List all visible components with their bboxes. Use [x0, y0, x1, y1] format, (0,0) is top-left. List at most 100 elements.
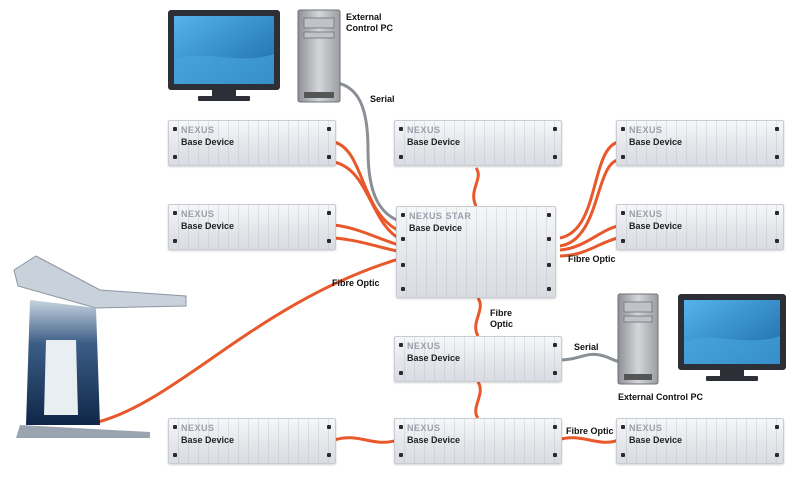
device-model: Base Device — [407, 137, 461, 147]
rack-screw — [399, 127, 403, 131]
fibre-cable — [333, 160, 403, 242]
pc-tower-icon — [297, 9, 341, 103]
base-device-mid: NEXUS Base Device — [394, 336, 562, 382]
rack-screw — [775, 127, 779, 131]
rack-screw — [621, 155, 625, 159]
fibre-cable — [333, 223, 403, 248]
base-device-bottom-left: NEXUS Base Device — [168, 418, 336, 464]
base-device-top-mid: NEXUS Base Device — [394, 120, 562, 166]
fibre-cable — [333, 140, 403, 234]
device-brand: NEXUS — [629, 125, 663, 135]
rack-screw — [553, 343, 557, 347]
rack-screw — [547, 263, 551, 267]
rack-screw — [327, 239, 331, 243]
rack-screw — [553, 425, 557, 429]
rack-screw — [399, 425, 403, 429]
serial-cable-mid — [557, 352, 623, 364]
device-brand: NEXUS — [181, 125, 215, 135]
base-device-bottom-right: NEXUS Base Device — [616, 418, 784, 464]
device-model: Base Device — [181, 435, 235, 445]
rack-screw — [327, 453, 331, 457]
rack-screw — [621, 453, 625, 457]
rack-screw — [775, 211, 779, 215]
fibre-cable — [97, 256, 403, 424]
fibre-cable — [559, 158, 619, 248]
device-model: Base Device — [407, 353, 461, 363]
serial-label-top: Serial — [370, 94, 395, 104]
fibre-cable — [559, 224, 619, 252]
rack-screw — [401, 213, 405, 217]
device-model: Base Device — [181, 221, 235, 231]
rack-screw — [173, 127, 177, 131]
monitor-icon — [168, 10, 280, 101]
rack-screw — [173, 155, 177, 159]
rack-screw — [621, 127, 625, 131]
device-brand: NEXUS — [181, 209, 215, 219]
rack-screw — [621, 211, 625, 215]
base-device-left-2: NEXUS Base Device — [168, 204, 336, 250]
fibre-cable — [472, 167, 480, 207]
device-brand: NEXUS — [629, 423, 663, 433]
monitor-icon — [678, 294, 786, 381]
rack-screw — [553, 371, 557, 375]
fibre-optic-label-right: Fibre Optic — [568, 254, 616, 264]
rack-screw — [775, 425, 779, 429]
device-brand: NEXUS — [181, 423, 215, 433]
device-model: Base Device — [629, 435, 683, 445]
nexus-star-device: NEXUS STAR Base Device — [396, 206, 556, 298]
fibre-cable — [333, 236, 403, 254]
rack-screw — [327, 211, 331, 215]
rack-screw — [547, 213, 551, 217]
serial-label-mid: Serial — [574, 342, 599, 352]
rack-screw — [775, 239, 779, 243]
fibre-cable — [559, 236, 619, 258]
device-brand: NEXUS — [407, 423, 441, 433]
rack-screw — [553, 155, 557, 159]
rack-screw — [621, 425, 625, 429]
rack-screw — [327, 425, 331, 429]
device-brand: NEXUS — [407, 341, 441, 351]
rack-screw — [399, 453, 403, 457]
fibre-cable — [557, 436, 619, 444]
rack-screw — [173, 239, 177, 243]
rack-screw — [553, 453, 557, 457]
base-device-right-2: NEXUS Base Device — [616, 204, 784, 250]
fibre-cable — [559, 140, 619, 240]
device-brand: NEXUS — [629, 209, 663, 219]
base-device-left-1: NEXUS Base Device — [168, 120, 336, 166]
fibre-optic-label-left: Fibre Optic — [332, 278, 380, 288]
rack-screw — [775, 453, 779, 457]
rack-screw — [399, 371, 403, 375]
device-model: Base Device — [407, 435, 461, 445]
fibre-cable — [474, 297, 482, 337]
serial-cable-top — [327, 80, 403, 224]
base-device-bottom-mid: NEXUS Base Device — [394, 418, 562, 464]
rack-screw — [401, 263, 405, 267]
rack-screw — [621, 239, 625, 243]
device-brand: NEXUS STAR — [409, 211, 472, 221]
rack-screw — [401, 237, 405, 241]
rack-screw — [173, 211, 177, 215]
device-model: Base Device — [629, 137, 683, 147]
rack-screw — [401, 287, 405, 291]
rack-screw — [173, 453, 177, 457]
pc-tower-icon — [617, 293, 659, 385]
device-brand: NEXUS — [407, 125, 441, 135]
rack-screw — [775, 155, 779, 159]
fibre-optic-label-bottom: Fibre Optic — [566, 426, 614, 436]
rack-screw — [553, 127, 557, 131]
fibre-optic-label-mid: Fibre Optic — [490, 308, 514, 329]
rack-screw — [327, 155, 331, 159]
device-model: Base Device — [409, 223, 463, 233]
fibre-cable — [333, 436, 399, 444]
rack-screw — [399, 343, 403, 347]
rack-screw — [399, 155, 403, 159]
device-model: Base Device — [629, 221, 683, 231]
device-model: Base Device — [181, 137, 235, 147]
external-pc-bottom-label: External Control PC — [618, 392, 704, 402]
rack-screw — [327, 127, 331, 131]
base-device-right-1: NEXUS Base Device — [616, 120, 784, 166]
mixing-console-icon — [13, 255, 187, 438]
